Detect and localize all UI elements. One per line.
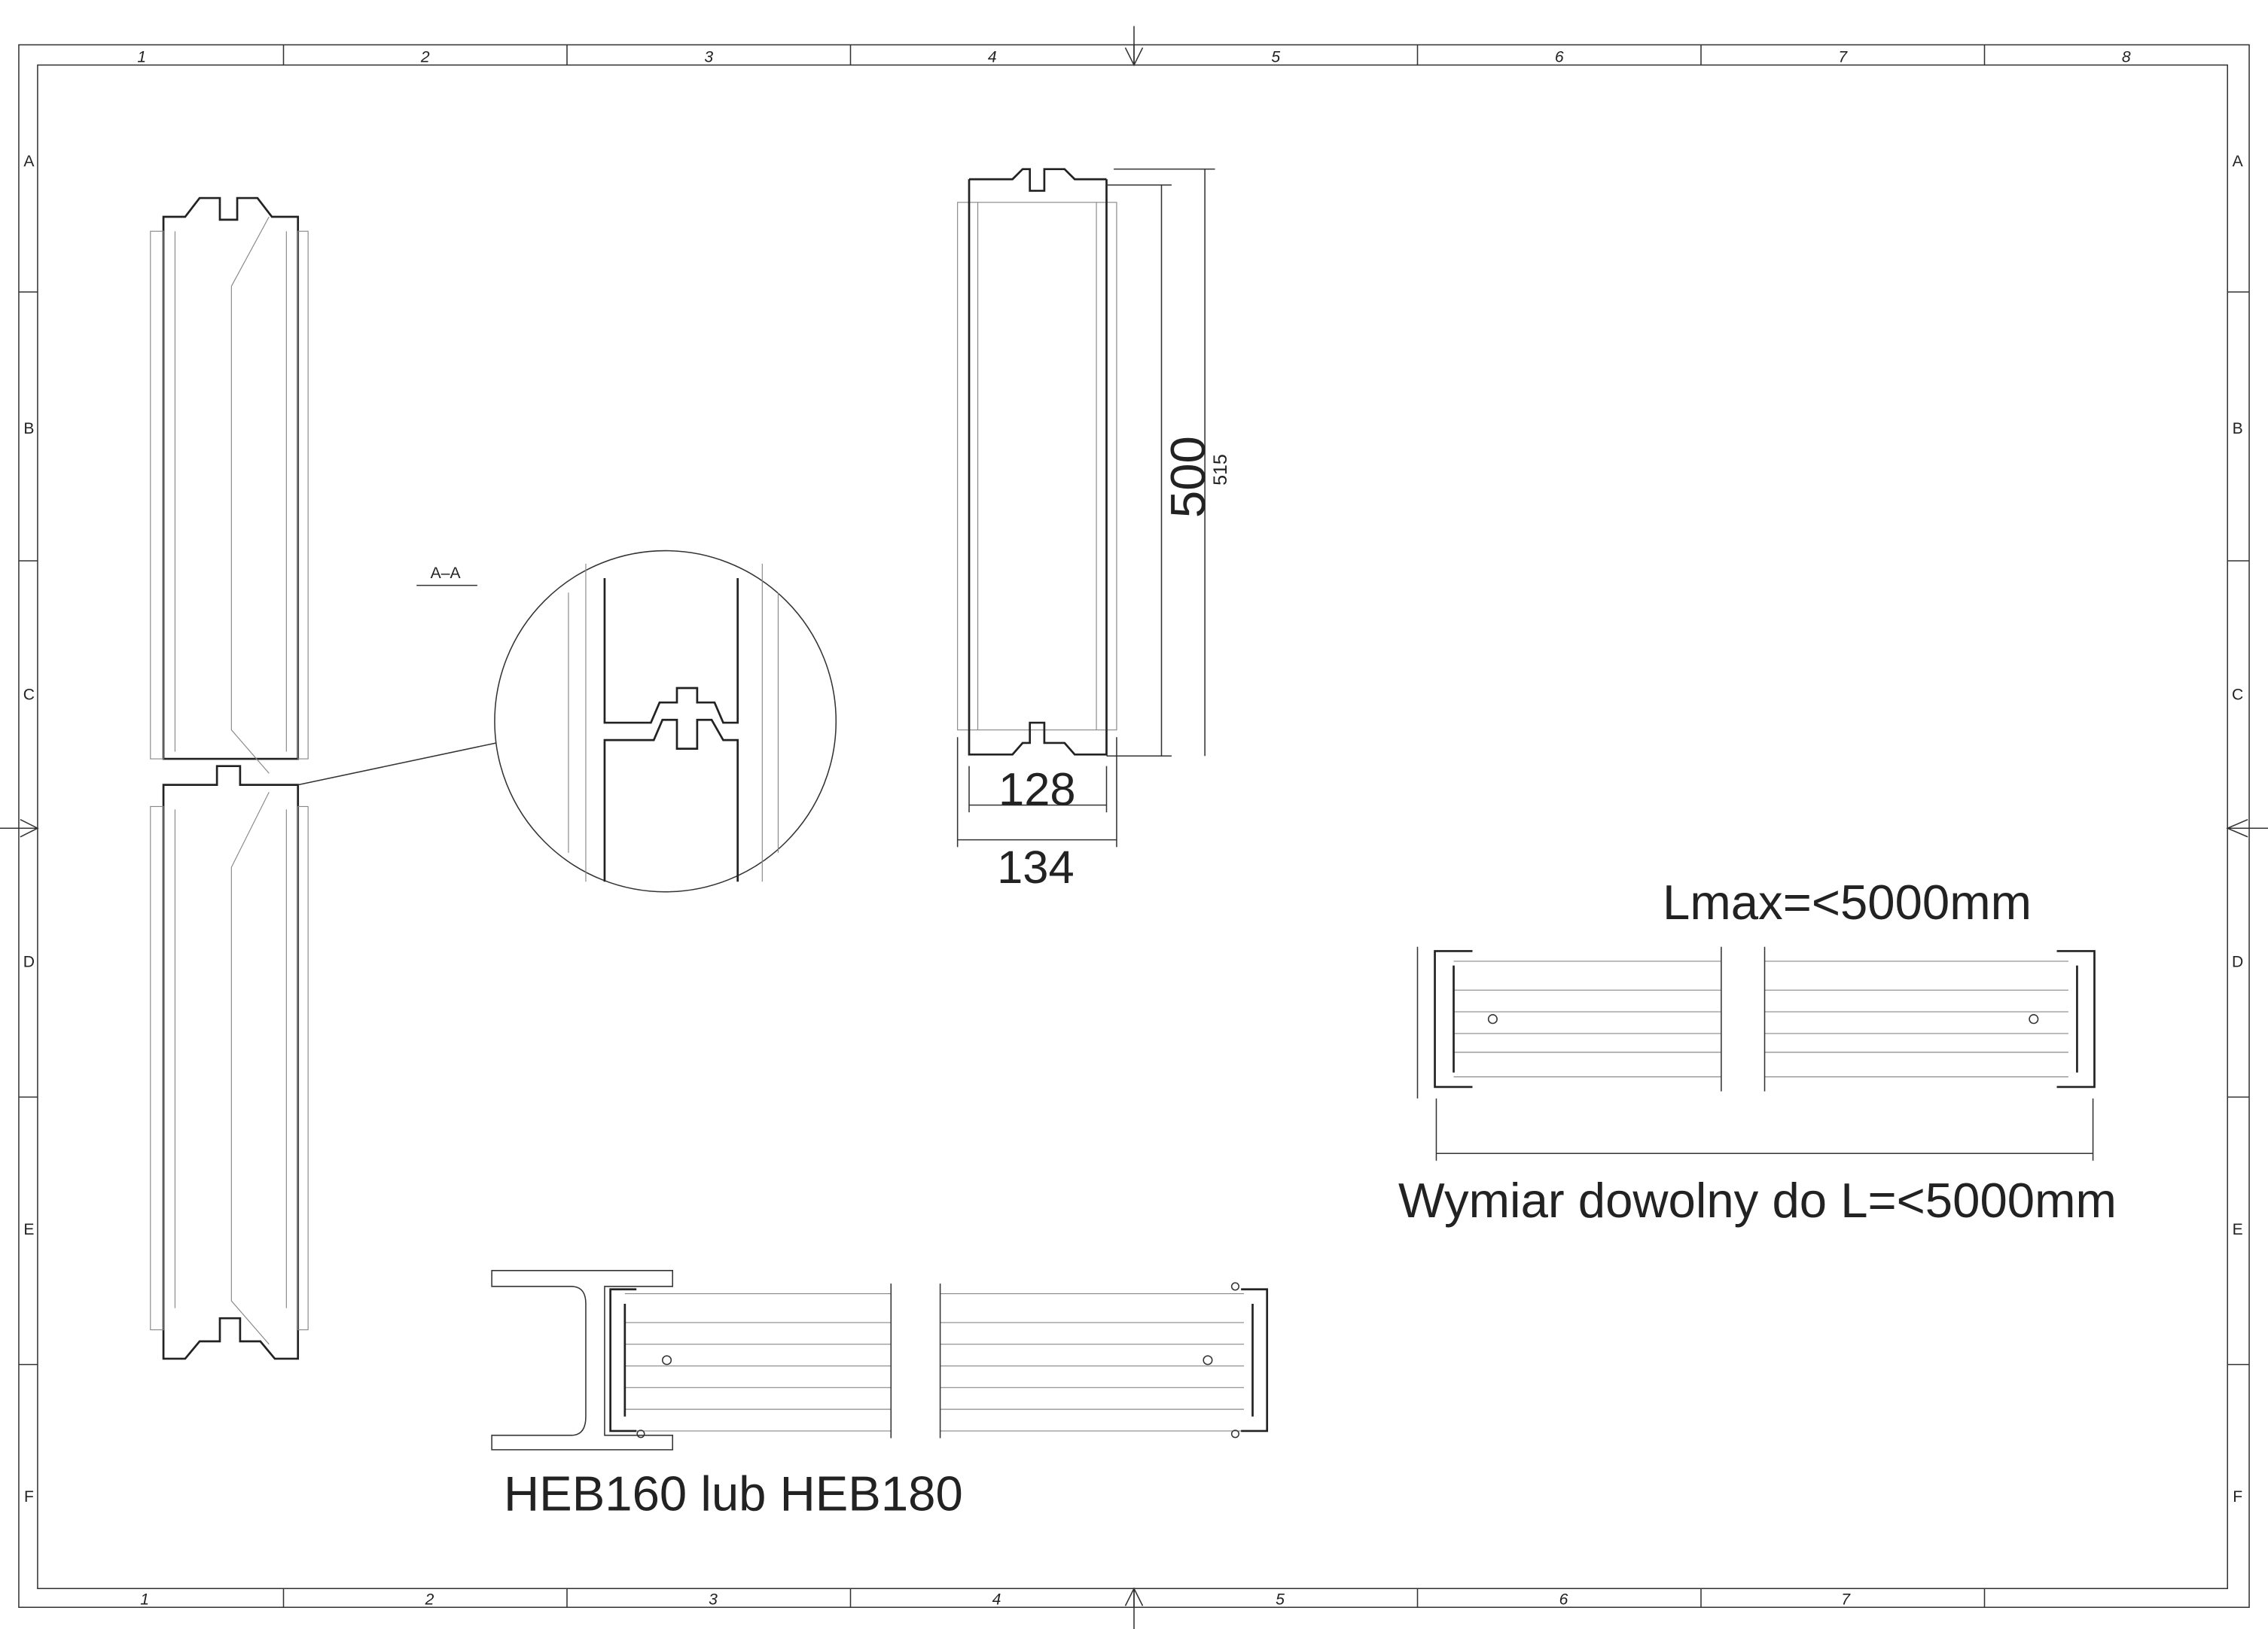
row-label: C xyxy=(2232,686,2243,703)
column-label: 1 xyxy=(140,1591,149,1608)
column-label: 4 xyxy=(992,1591,1001,1608)
beam-view: HEB160 lub HEB180 xyxy=(491,1270,1269,1521)
column-label: 7 xyxy=(1841,1591,1851,1608)
section-label: A–A xyxy=(431,565,462,582)
dimension-height-outer: 515 xyxy=(1210,454,1231,486)
row-label: B xyxy=(2233,420,2243,437)
drawing-frame: 1 2 3 4 5 6 7 8 1 2 3 4 5 6 7 A B C D E … xyxy=(0,26,2268,1629)
row-label: E xyxy=(2233,1221,2243,1238)
column-label: 4 xyxy=(988,49,997,66)
side-view: Lmax=<5000mm Wymiar dowolny do L=<5000mm xyxy=(1398,875,2117,1228)
row-label: A xyxy=(23,153,35,170)
column-label: 7 xyxy=(1838,49,1848,66)
dimension-width-inner: 128 xyxy=(998,764,1076,816)
column-label: 5 xyxy=(1271,49,1280,66)
row-label: B xyxy=(23,420,34,437)
column-label: 6 xyxy=(1559,1591,1568,1608)
column-label: 3 xyxy=(704,49,713,66)
row-label: D xyxy=(2232,954,2243,971)
row-label: D xyxy=(23,954,35,971)
panel-bottom xyxy=(162,765,300,1360)
length-note: Wymiar dowolny do L=<5000mm xyxy=(1398,1173,2117,1228)
column-label: 8 xyxy=(2122,49,2131,66)
column-label: 2 xyxy=(420,49,430,66)
length-max-label: Lmax=<5000mm xyxy=(1663,875,2032,930)
row-label: F xyxy=(24,1488,34,1506)
row-label: C xyxy=(23,686,35,703)
detail-circle xyxy=(494,550,837,893)
column-label: 3 xyxy=(709,1591,718,1608)
dimension-height-inner: 500 xyxy=(1160,436,1215,518)
row-label: A xyxy=(2233,153,2244,170)
column-label: 1 xyxy=(137,49,146,66)
row-label: F xyxy=(2233,1488,2242,1506)
front-view: 500 515 128 134 xyxy=(956,168,1231,894)
column-label: 5 xyxy=(1276,1591,1285,1608)
dimension-width-outer: 134 xyxy=(997,842,1075,894)
panel-top xyxy=(162,196,300,760)
beam-label: HEB160 lub HEB180 xyxy=(504,1466,963,1521)
row-label: E xyxy=(23,1221,34,1238)
column-label: 2 xyxy=(425,1591,434,1608)
detail-leader-line xyxy=(297,742,497,786)
column-label: 6 xyxy=(1555,49,1564,66)
stacked-panels-view xyxy=(150,196,497,1360)
heb-beam-profile xyxy=(491,1270,673,1451)
section-detail: A–A xyxy=(416,550,837,893)
